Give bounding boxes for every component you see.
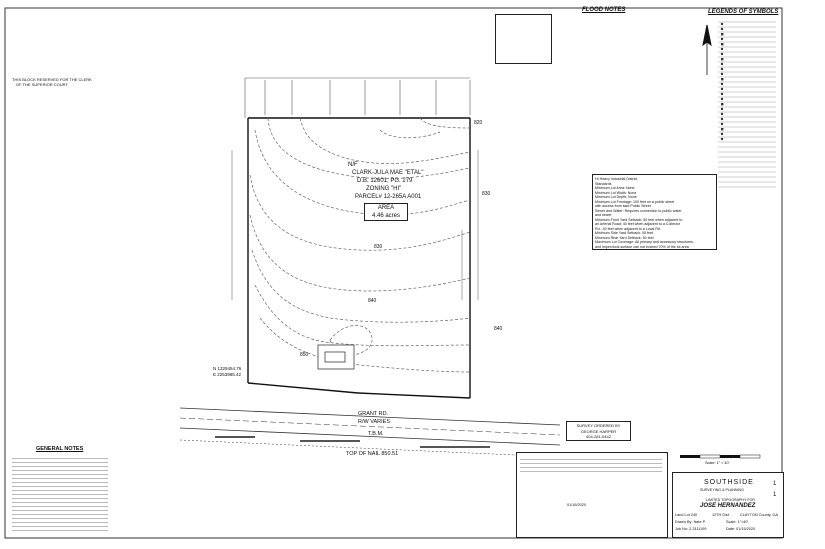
zoning-line: Rd.; 40 feet when adjacent to a Local Rd…	[595, 226, 661, 231]
plat-date: Date: 01/15/2020	[726, 527, 756, 531]
zoning-line: Minimum Lot Width: None	[595, 190, 637, 195]
zoning-line: HI Heavy Industrial District	[595, 177, 638, 181]
signature-date: 01/16/2020	[567, 503, 587, 507]
parcel-nf: N/F	[348, 162, 358, 168]
road-rw: R/W VARIES	[358, 419, 390, 425]
survey-ordered-l1: SURVEY ORDERED BY	[576, 423, 621, 428]
zoning-line: Minimum Side Yard Setback: 50 feet	[595, 231, 653, 235]
area-label: AREA	[377, 205, 395, 211]
firm-subtitle: SURVEYING & PLANNING	[700, 488, 744, 492]
legend-symbols	[720, 22, 724, 141]
drawn-by: Drawn By: Nate P.	[675, 520, 706, 524]
clerk-reserved-note: THIS BLOCK RESERVED FOR THE CLERK OF THE…	[12, 77, 92, 87]
scale-bar-label: Scale: 1" = 40'	[705, 461, 730, 465]
northing: N 1329454.76	[213, 366, 242, 371]
easting: E 2253985.42	[213, 372, 242, 377]
field-data-note-box	[495, 14, 552, 64]
north-arrow-icon	[702, 24, 712, 75]
zoning-line: Sewer and Water: Requires connection to …	[595, 208, 682, 213]
zoning-line: and sewer	[595, 213, 612, 217]
drawing-scale: Scale: 1"=40'	[726, 520, 749, 524]
contour-label-830: 830	[374, 244, 383, 250]
document-type: LIMITED TOPOGRAPHY FOR	[706, 498, 755, 502]
sheet-number: 1	[773, 481, 777, 487]
grant-road	[179, 407, 561, 458]
district: 12TH Dist.	[712, 513, 730, 517]
parcel-zoning: ZONING "HI"	[366, 186, 402, 192]
title-block	[672, 472, 784, 538]
zoning-line: Minimum Lot Area: None	[595, 186, 635, 190]
flood-notes-body	[567, 15, 693, 45]
contour-label-850: 850	[300, 352, 309, 358]
area-box: AREA 4.46 acres	[364, 203, 408, 221]
land-lot: Land Lot 240	[675, 513, 698, 517]
side-boundary-marks	[231, 150, 479, 300]
road-hatching	[215, 436, 490, 448]
sheet-border	[4, 7, 783, 539]
contour-label-840-east: 840	[494, 326, 503, 332]
zoning-line: Maximum Lot Coverage: All primary and ac…	[595, 240, 694, 244]
property-boundary	[247, 117, 471, 399]
client-name: JOSE HERNANDEZ	[700, 503, 756, 509]
tbm-label: T.B.M.	[368, 431, 384, 437]
scale-bar-icon	[680, 454, 761, 459]
parcel-deed: D.B. 12601, PG. 279	[357, 178, 413, 184]
contour-label-820: 820	[474, 120, 483, 126]
adjoining-lots-top	[244, 77, 471, 118]
zoning-line: Standards	[595, 181, 612, 186]
zoning-line: Minimum Front Yard Setback: 50 feet when…	[595, 217, 683, 222]
road-name: GRANT RD.	[358, 411, 389, 417]
general-notes-body	[12, 455, 108, 533]
contour-label-830-east: 830	[482, 191, 491, 197]
county: CLAYTON County, GA	[740, 513, 778, 517]
survey-ordered-l2: GEORGE HARPER	[580, 428, 617, 434]
legend-entries	[718, 21, 776, 188]
job-number: Job No: 2-3111199	[675, 527, 707, 531]
pob-coordinates: N 1329454.76 E 2253985.42	[213, 366, 241, 378]
zoning-line: and impervious surface can not exceed 70…	[595, 244, 689, 249]
survey-ordered-l3: 404-281-0442	[586, 434, 611, 439]
clerk-line-1: THIS BLOCK RESERVED FOR THE CLERK	[12, 77, 92, 82]
zoning-line: Minimum Lot Frontage: 100 feet on a publ…	[595, 199, 675, 204]
top-of-nail-label: TOP OF NAIL 850.51	[346, 451, 399, 457]
contour-lines	[249, 117, 471, 373]
zoning-line: Minimum Lot Depth: None	[595, 195, 637, 199]
zoning-line: with access from said Public Street	[595, 204, 651, 208]
parcel-number: PARCEL# 12-265A A001	[355, 194, 422, 200]
zoning-standards-box: HI Heavy Industrial District Standards M…	[592, 174, 717, 250]
firm-name: SOUTHSIDE	[704, 479, 754, 486]
legend-title: LEGENDS OF SYMBOLS	[708, 9, 779, 15]
area-value: 4.46 acres	[371, 213, 401, 219]
parcel-owner: CLARK-JULA MAE "ETAL"	[352, 170, 424, 176]
general-notes-title: GENERAL NOTES	[36, 446, 84, 452]
survey-ordered-box: SURVEY ORDERED BY GEORGE HARPER 404-281-…	[566, 421, 631, 441]
zoning-line: Minimum Rear Yard Setback: 50 feet	[595, 235, 654, 240]
zoning-line: an Arterial Road; 40 feet when adjacent …	[595, 222, 681, 226]
building-footprint	[317, 344, 355, 370]
flood-notes-title: FLOOD NOTES	[582, 7, 626, 13]
rtk-note-box	[495, 40, 550, 60]
clerk-line-2: OF THE SUPERIOR COURT	[16, 82, 68, 87]
contour-label-840: 840	[368, 298, 377, 304]
certification-text	[520, 456, 662, 472]
sheet-total: 1	[773, 492, 777, 498]
